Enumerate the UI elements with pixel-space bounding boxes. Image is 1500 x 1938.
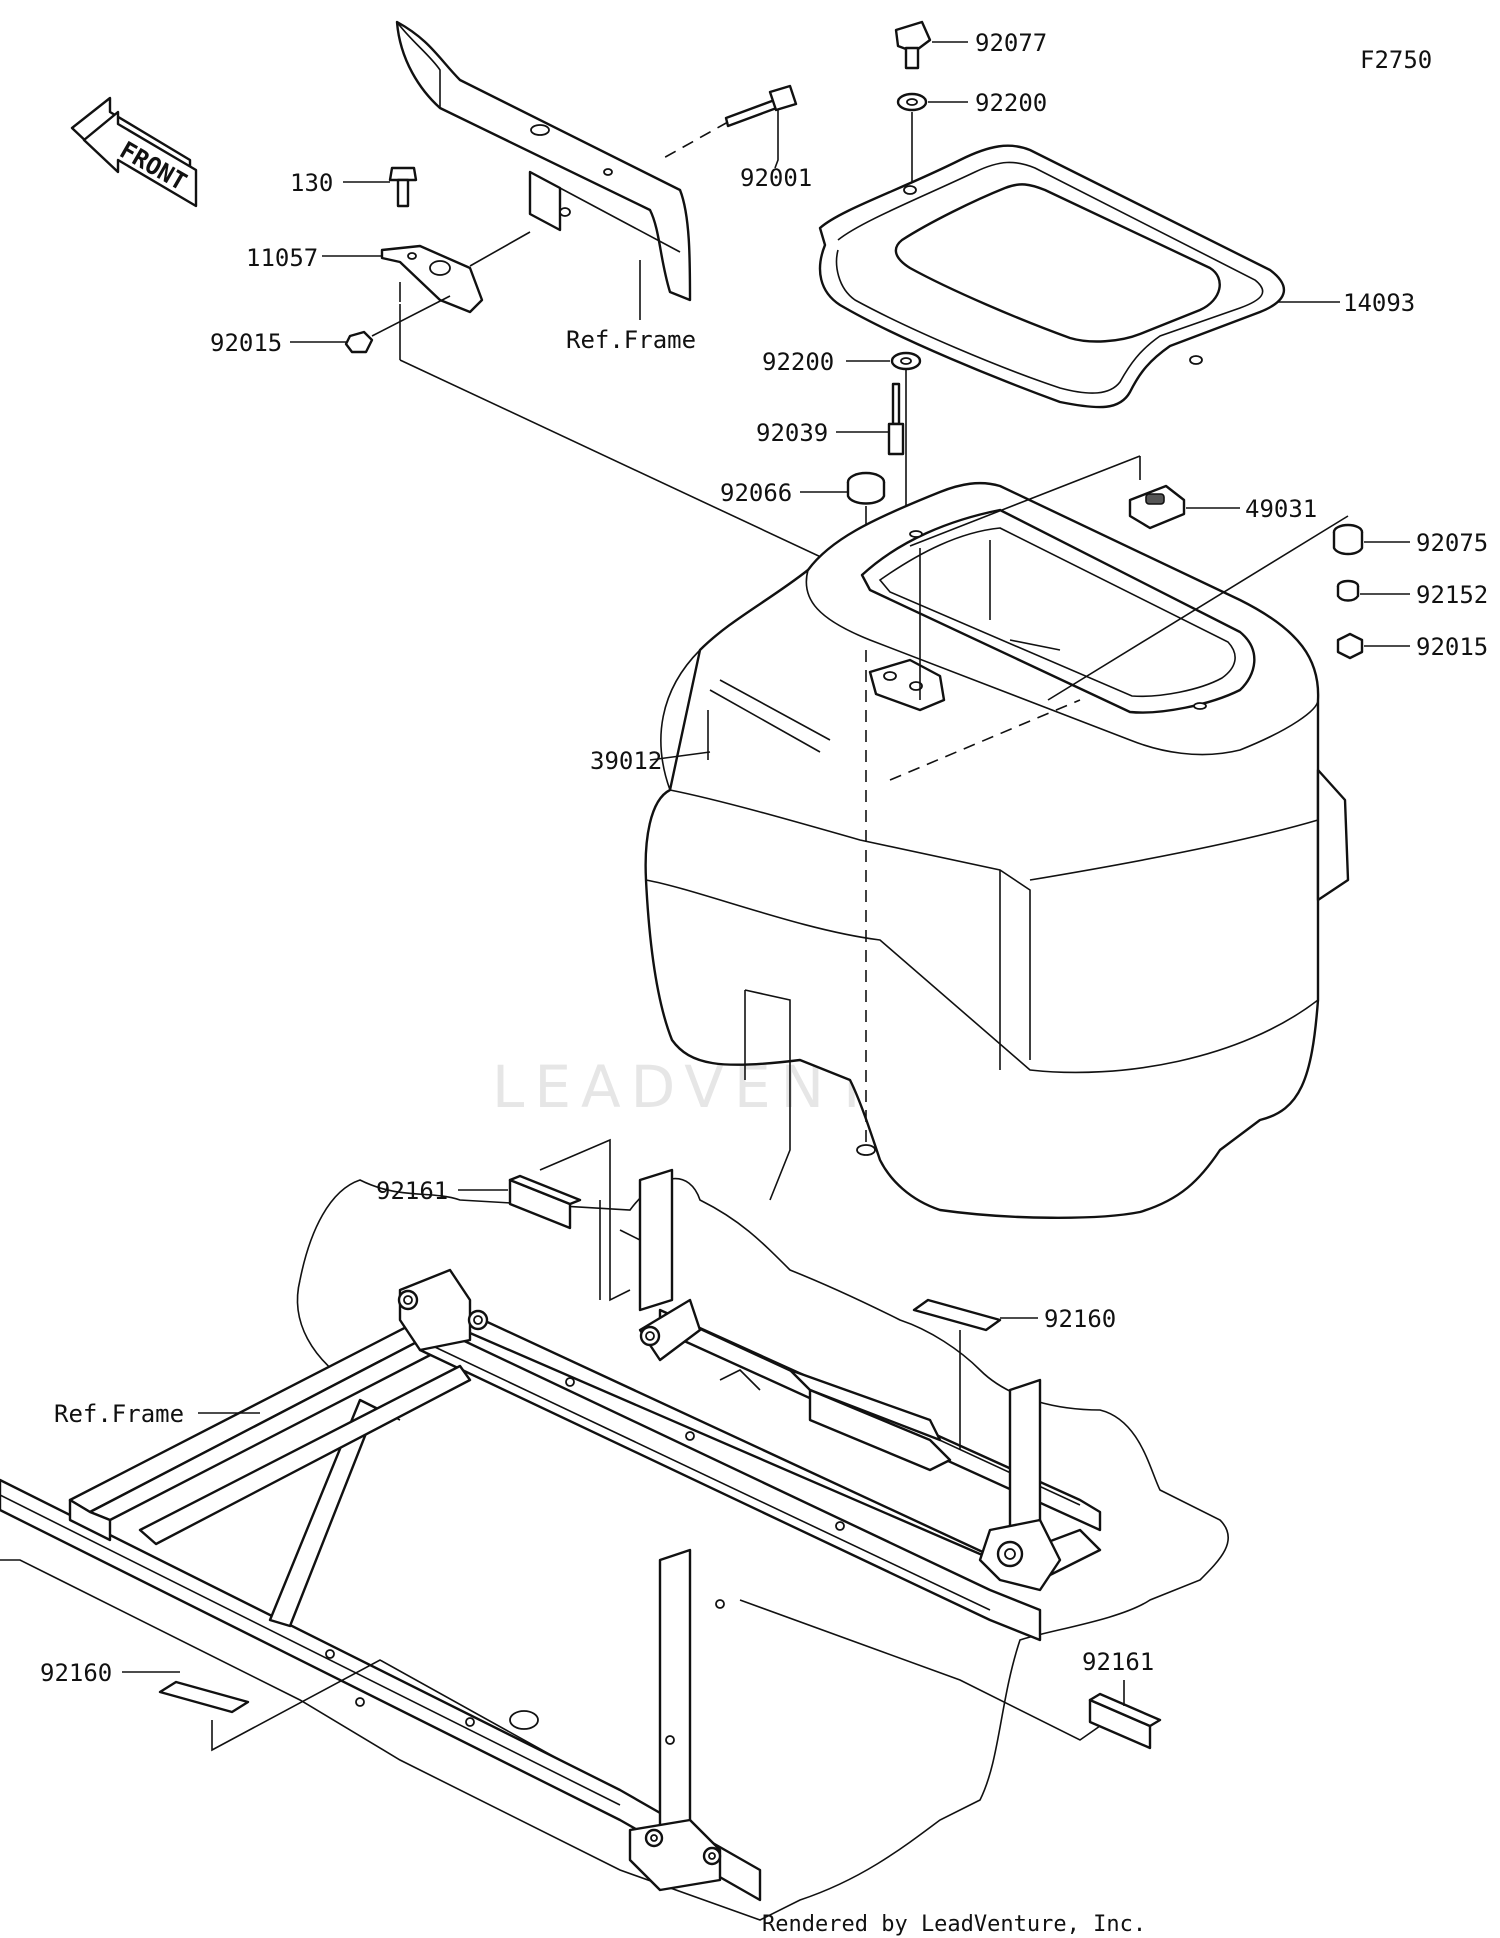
- figure-code: F2750: [1360, 46, 1432, 74]
- rivet-92039: [836, 370, 907, 530]
- callout-92001: 92001: [740, 164, 812, 192]
- lower-frame: [0, 1168, 1230, 1921]
- key-92077: [894, 20, 968, 70]
- callout-92160-right: 92160: [1044, 1305, 1116, 1333]
- nut-92015-right: [1336, 632, 1410, 660]
- callout-92160-left: 92160: [40, 1659, 112, 1687]
- grommet-92075: [1047, 515, 1410, 701]
- callout-92200-top: 92200: [975, 89, 1047, 117]
- pad-92161-left: [458, 1138, 631, 1302]
- clip-49031: [909, 455, 1240, 547]
- ref-frame-bottom: Ref.Frame: [54, 1400, 184, 1428]
- footer-credit: Rendered by LeadVenture, Inc.: [762, 1912, 1146, 1937]
- front-arrow-icon: FRONT: [70, 96, 198, 208]
- callout-92075: 92075: [1416, 529, 1488, 557]
- tank-39012: [644, 481, 1350, 1219]
- bracket-11057: [322, 231, 531, 314]
- callout-92200-mid: 92200: [762, 348, 834, 376]
- collar-92152: [1336, 579, 1410, 602]
- nut-92015-left: [290, 295, 451, 360]
- callout-92039: 92039: [756, 419, 828, 447]
- ref-frame-top: Ref.Frame: [566, 326, 696, 354]
- callout-92015-left: 92015: [210, 329, 282, 357]
- pad-92160-left: [122, 1659, 561, 1761]
- pad-92161-right: [739, 1599, 1162, 1750]
- callout-49031: 49031: [1245, 495, 1317, 523]
- callout-130: 130: [290, 169, 333, 197]
- callout-92066: 92066: [720, 479, 792, 507]
- pad-92160-right: [912, 1298, 1038, 1450]
- upper-frame-rail: [395, 20, 692, 302]
- callout-92161-left: 92161: [376, 1177, 448, 1205]
- lid-14093: [818, 144, 1340, 409]
- callout-39012: 39012: [590, 747, 662, 775]
- connection-line: [399, 359, 871, 581]
- washer-92200-mid: [846, 351, 922, 371]
- callout-92077: 92077: [975, 29, 1047, 57]
- bolt-130: [343, 166, 418, 208]
- bolt-92001: [659, 84, 798, 169]
- callout-92161-right: 92161: [1082, 1648, 1154, 1676]
- washer-92200-top: [896, 92, 968, 190]
- callout-11057: 11057: [246, 244, 318, 272]
- callout-92152: 92152: [1416, 581, 1488, 609]
- callout-92015-right: 92015: [1416, 633, 1488, 661]
- callout-14093: 14093: [1343, 289, 1415, 317]
